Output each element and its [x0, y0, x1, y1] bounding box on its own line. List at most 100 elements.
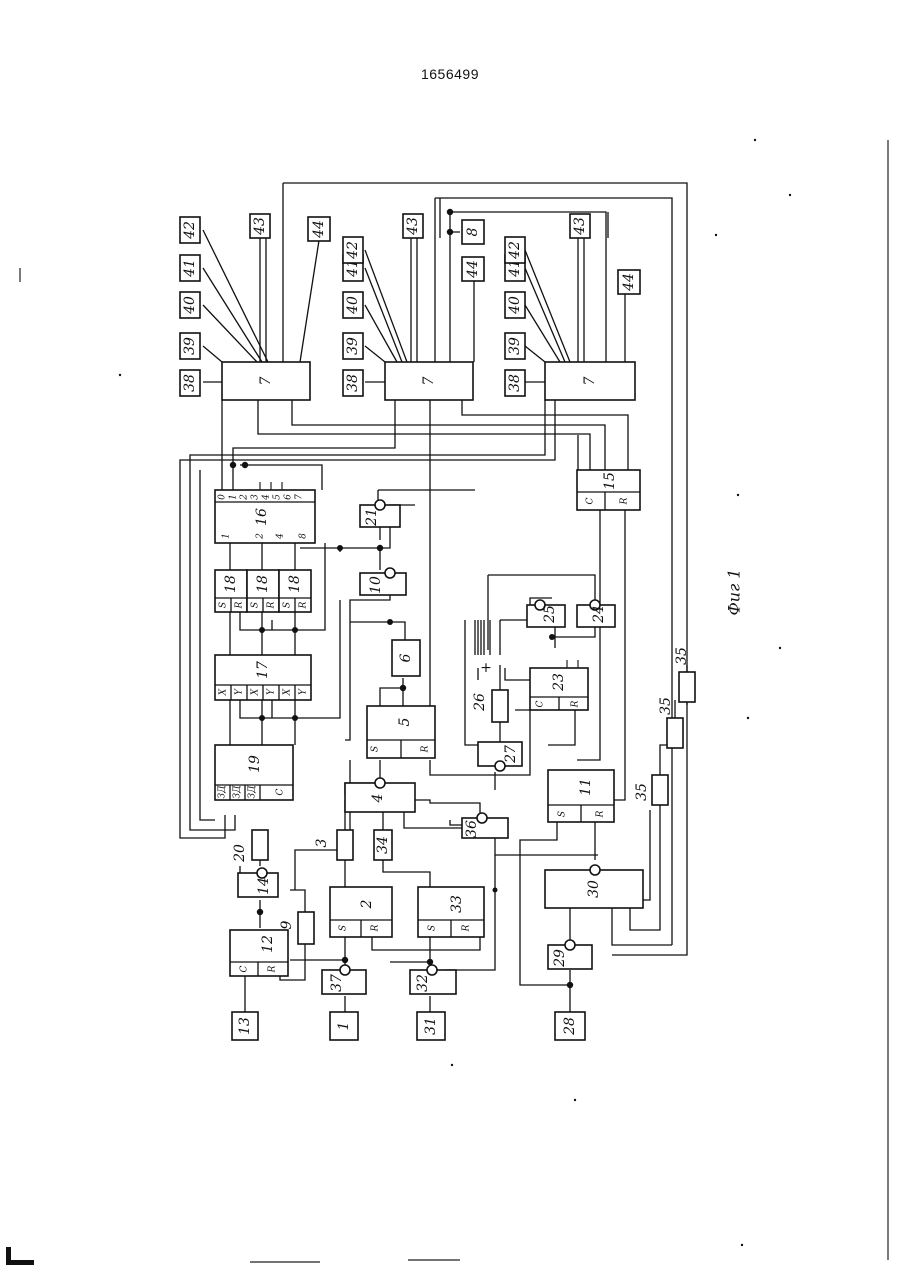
- svg-text:14: 14: [256, 877, 272, 895]
- block-2: 2 S R: [330, 887, 392, 937]
- terminal-40-a: 40: [180, 292, 200, 318]
- svg-text:ЗД: ЗД: [248, 785, 258, 799]
- svg-text:36: 36: [464, 820, 480, 838]
- svg-text:6: 6: [398, 653, 414, 662]
- trigger-18-b: 18 S R: [247, 570, 279, 612]
- resistor-3: 3: [314, 830, 353, 860]
- element-14: 14: [238, 868, 278, 897]
- register-16: 0 1 2 3 4 5 6 7 16 1 2 4 8: [215, 482, 315, 543]
- svg-text:31: 31: [423, 1017, 439, 1035]
- svg-text:5: 5: [397, 717, 413, 726]
- terminal-13: 13: [232, 1012, 258, 1040]
- svg-text:2: 2: [359, 899, 375, 909]
- switch-17: 17 X Y X Y X Y: [215, 655, 311, 700]
- trigger-18-a: 18 S R: [215, 570, 247, 612]
- block-33: 33 S R: [418, 887, 484, 937]
- svg-text:26: 26: [472, 693, 488, 712]
- svg-text:33: 33: [449, 895, 465, 913]
- terminal-39-b: 39: [343, 333, 363, 359]
- svg-text:41: 41: [182, 259, 198, 278]
- trigger-18-c: 18 S R: [279, 570, 311, 612]
- svg-text:R: R: [299, 601, 309, 609]
- resistor-20: 20: [232, 830, 268, 863]
- svg-text:11: 11: [578, 778, 594, 796]
- svg-text:9: 9: [279, 920, 295, 929]
- svg-text:0: 0: [218, 494, 228, 500]
- svg-text:+: +: [480, 660, 492, 676]
- svg-text:ЗД: ЗД: [218, 785, 228, 799]
- block-12: 12 C R: [230, 930, 288, 976]
- terminal-40-c: 40: [505, 292, 525, 318]
- svg-text:44: 44: [465, 260, 481, 279]
- svg-text:39: 39: [345, 337, 361, 355]
- svg-text:S: S: [219, 602, 229, 608]
- svg-text:4: 4: [370, 794, 386, 804]
- svg-text:12: 12: [260, 935, 276, 953]
- svg-text:6: 6: [284, 494, 294, 500]
- terminal-38-b: 38: [343, 370, 363, 396]
- terminal-39-a: 39: [180, 333, 200, 359]
- terminal-39-c: 39: [505, 333, 525, 359]
- svg-text:8: 8: [465, 227, 481, 236]
- svg-text:35: 35: [674, 647, 690, 665]
- svg-text:2: 2: [256, 533, 266, 540]
- svg-text:16: 16: [254, 508, 270, 526]
- svg-text:29: 29: [552, 949, 568, 968]
- terminal-1: 1: [330, 1012, 358, 1040]
- svg-text:X: X: [283, 688, 293, 696]
- element-37: 37: [322, 965, 366, 994]
- block-6: 6: [392, 640, 420, 676]
- module-7-a: 7: [222, 362, 310, 400]
- svg-text:C: C: [240, 965, 250, 972]
- element-32: 32: [410, 965, 456, 994]
- svg-text:1: 1: [229, 494, 239, 500]
- svg-text:18: 18: [287, 575, 303, 593]
- svg-text:40: 40: [345, 296, 361, 315]
- resistor-35-c: 35: [674, 647, 695, 702]
- svg-text:R: R: [371, 924, 381, 932]
- svg-text:S: S: [558, 811, 568, 817]
- svg-text:2: 2: [240, 494, 250, 501]
- terminal-38-a: 38: [180, 370, 200, 396]
- svg-text:38: 38: [345, 374, 361, 392]
- svg-text:28: 28: [562, 1017, 578, 1036]
- svg-text:R: R: [267, 601, 277, 609]
- terminal-40-b: 40: [343, 292, 363, 318]
- svg-text:37: 37: [329, 974, 345, 992]
- svg-text:7: 7: [295, 494, 305, 500]
- svg-text:35: 35: [634, 783, 650, 801]
- svg-text:20: 20: [232, 844, 248, 863]
- terminal-41-a: 41: [180, 255, 200, 281]
- svg-text:S: S: [251, 602, 261, 608]
- svg-text:44: 44: [311, 220, 327, 239]
- svg-text:39: 39: [182, 337, 198, 355]
- element-27: 27: [478, 742, 522, 771]
- svg-text:38: 38: [507, 374, 523, 392]
- svg-text:42: 42: [345, 241, 361, 260]
- svg-text:R: R: [462, 924, 472, 932]
- svg-text:43: 43: [572, 217, 588, 236]
- svg-text:40: 40: [507, 296, 523, 315]
- svg-text:C: C: [586, 497, 596, 504]
- svg-text:7: 7: [421, 376, 437, 385]
- svg-text:Y: Y: [299, 688, 309, 695]
- element-29: 29: [548, 940, 592, 969]
- svg-text:7: 7: [258, 376, 274, 385]
- module-7-c: 7: [545, 362, 635, 400]
- element-36: 36: [462, 813, 508, 838]
- svg-text:5: 5: [273, 494, 283, 500]
- svg-text:S: S: [428, 925, 438, 931]
- svg-text:R: R: [421, 745, 431, 753]
- svg-text:27: 27: [503, 745, 519, 764]
- svg-text:C: C: [276, 788, 286, 795]
- svg-text:23: 23: [551, 673, 567, 692]
- svg-text:R: R: [235, 601, 245, 609]
- svg-text:S: S: [339, 925, 349, 931]
- svg-text:25: 25: [542, 605, 558, 624]
- terminal-28: 28: [555, 1012, 585, 1040]
- svg-text:X: X: [251, 688, 261, 696]
- svg-text:19: 19: [247, 755, 263, 773]
- svg-text:24: 24: [591, 605, 607, 624]
